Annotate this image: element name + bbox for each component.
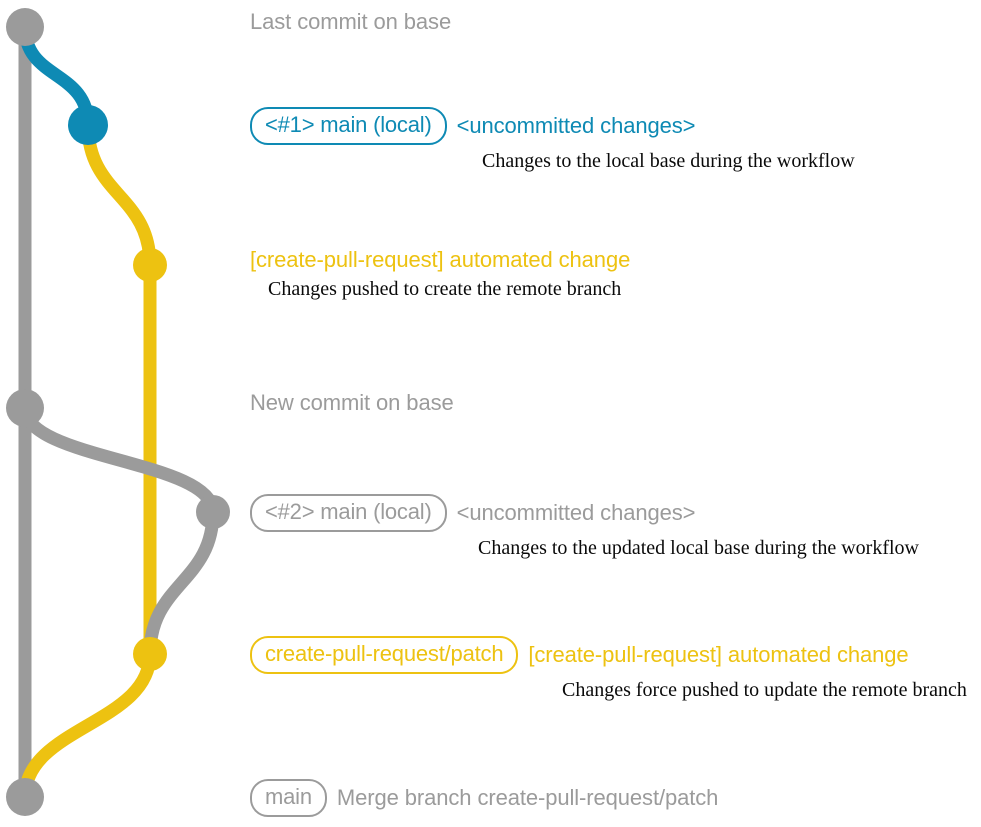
commit-node-local-2-uncommitted[interactable] — [196, 495, 230, 529]
graph-edges — [18, 20, 220, 804]
commit-subject-line: <#1> main (local) <uncommitted changes> — [250, 107, 855, 145]
commit-node-last-commit-on-base[interactable] — [6, 8, 44, 46]
commit-subject-automated-change-create: [create-pull-request] automated change — [250, 247, 631, 272]
commit-node-automated-change-create[interactable] — [133, 248, 167, 282]
commit-node-merge-commit[interactable] — [6, 778, 44, 816]
branch-label-pill-local-1-uncommitted[interactable]: <#1> main (local) — [250, 107, 447, 145]
commit-description-local-1-uncommitted: Changes to the local base during the wor… — [482, 150, 855, 172]
commit-subject-line: [create-pull-request] automated change — [250, 247, 630, 273]
graph-edge-patch-to-merge — [18, 647, 157, 804]
graph-edge-local-2-to-patch — [143, 505, 220, 661]
commit-description-local-2-uncommitted: Changes to the updated local base during… — [478, 537, 919, 559]
commit-row-merge-commit: main Merge branch create-pull-request/pat… — [250, 779, 718, 817]
commit-row-automated-change-update: create-pull-request/patch [create-pull-re… — [250, 636, 967, 702]
commit-subject-automated-change-update: [create-pull-request] automated change — [528, 642, 909, 667]
commit-row-content: <#1> main (local) <uncommitted changes> Ch… — [250, 107, 855, 173]
commit-row-local-2-uncommitted: <#2> main (local) <uncommitted changes> Ch… — [250, 494, 919, 560]
commit-subject-line: create-pull-request/patch [create-pull-re… — [250, 636, 967, 674]
commit-description-automated-change-update: Changes force pushed to update the remot… — [562, 679, 967, 701]
graph-edge-base-to-local-2 — [18, 401, 220, 519]
commit-subject-line: New commit on base — [250, 390, 454, 416]
commit-row-content: New commit on base — [250, 390, 454, 416]
branch-label-pill-merge-commit[interactable]: main — [250, 779, 327, 817]
branch-label-pill-local-2-uncommitted[interactable]: <#2> main (local) — [250, 494, 447, 532]
commit-subject-last-commit-on-base: Last commit on base — [250, 9, 452, 34]
commit-subject-local-1-uncommitted: <uncommitted changes> — [456, 113, 696, 138]
graph-nodes — [6, 8, 230, 816]
commit-node-local-1-uncommitted[interactable] — [68, 105, 108, 145]
commit-row-last-commit-on-base: Last commit on base — [250, 9, 451, 35]
commit-subject-new-commit-on-base: New commit on base — [250, 390, 454, 415]
commit-subject-merge-commit: Merge branch create-pull-request/patch — [336, 785, 719, 810]
commit-row-content: create-pull-request/patch [create-pull-re… — [250, 636, 967, 702]
commit-row-content: main Merge branch create-pull-request/pat… — [250, 779, 718, 817]
commit-node-new-commit-on-base[interactable] — [6, 389, 44, 427]
commit-subject-local-2-uncommitted: <uncommitted changes> — [456, 500, 696, 525]
commit-row-local-1-uncommitted: <#1> main (local) <uncommitted changes> Ch… — [250, 107, 855, 173]
commit-node-automated-change-update[interactable] — [133, 637, 167, 671]
graph-edge-local-1-to-patch — [81, 118, 157, 272]
commit-subject-line: Last commit on base — [250, 9, 451, 35]
branch-label-pill-automated-change-update[interactable]: create-pull-request/patch — [250, 636, 519, 674]
commit-row-new-commit-on-base: New commit on base — [250, 390, 454, 416]
commit-row-content: <#2> main (local) <uncommitted changes> Ch… — [250, 494, 919, 560]
commit-subject-line: main Merge branch create-pull-request/pat… — [250, 779, 718, 817]
commit-subject-line: <#2> main (local) <uncommitted changes> — [250, 494, 919, 532]
commit-description-automated-change-create: Changes pushed to create the remote bran… — [268, 278, 622, 300]
commit-row-content: Last commit on base — [250, 9, 451, 35]
